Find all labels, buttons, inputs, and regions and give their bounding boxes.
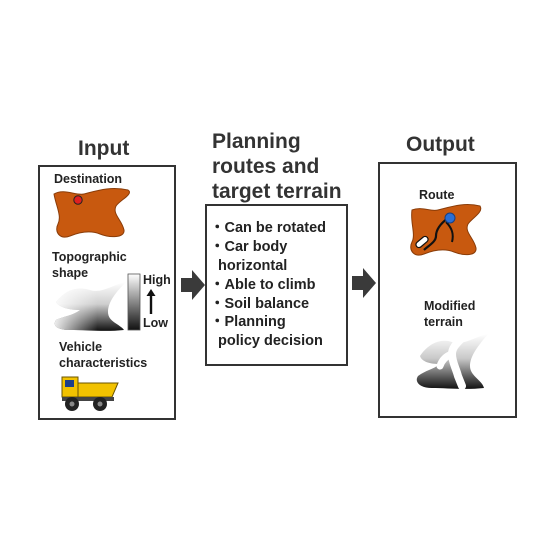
destination-label: Destination	[54, 172, 123, 186]
feature-item: ・Soil balance	[210, 296, 310, 312]
scale-high-label: High	[143, 273, 171, 287]
feature-item: horizontal	[210, 258, 288, 274]
feature-item: ・Able to climb	[210, 277, 316, 293]
destination-map-icon	[50, 186, 134, 242]
topographic-shape-icon	[50, 280, 130, 332]
planning-title-line2: routes and	[212, 155, 320, 178]
topographic-label-line1: Topographic	[52, 250, 127, 264]
modified-label-line2: terrain	[424, 315, 463, 329]
feature-item: ・Planning	[210, 314, 286, 330]
output-title: Output	[406, 133, 475, 156]
modified-terrain-icon	[412, 332, 492, 392]
scale-up-arrow-icon	[146, 289, 156, 315]
vehicle-label-line1: Vehicle	[59, 340, 103, 354]
planning-box	[205, 204, 348, 366]
planning-title-line3: target terrain	[212, 180, 342, 203]
planning-title-line1: Planning	[212, 130, 301, 153]
dump-truck-icon	[60, 373, 120, 413]
right-arrow-icon	[181, 270, 205, 300]
input-title: Input	[78, 137, 130, 160]
route-map-icon	[406, 202, 484, 260]
scale-low-label: Low	[143, 316, 168, 330]
modified-label-line1: Modified	[424, 299, 476, 313]
height-scale-icon	[127, 273, 141, 331]
route-label: Route	[419, 188, 455, 202]
vehicle-label-line2: characteristics	[59, 356, 148, 370]
feature-item: policy decision	[210, 333, 323, 349]
feature-item: ・Can be rotated	[210, 220, 327, 236]
feature-item: ・Car body	[210, 239, 288, 255]
right-arrow-icon	[352, 268, 376, 298]
topographic-label-line2: shape	[52, 266, 89, 280]
